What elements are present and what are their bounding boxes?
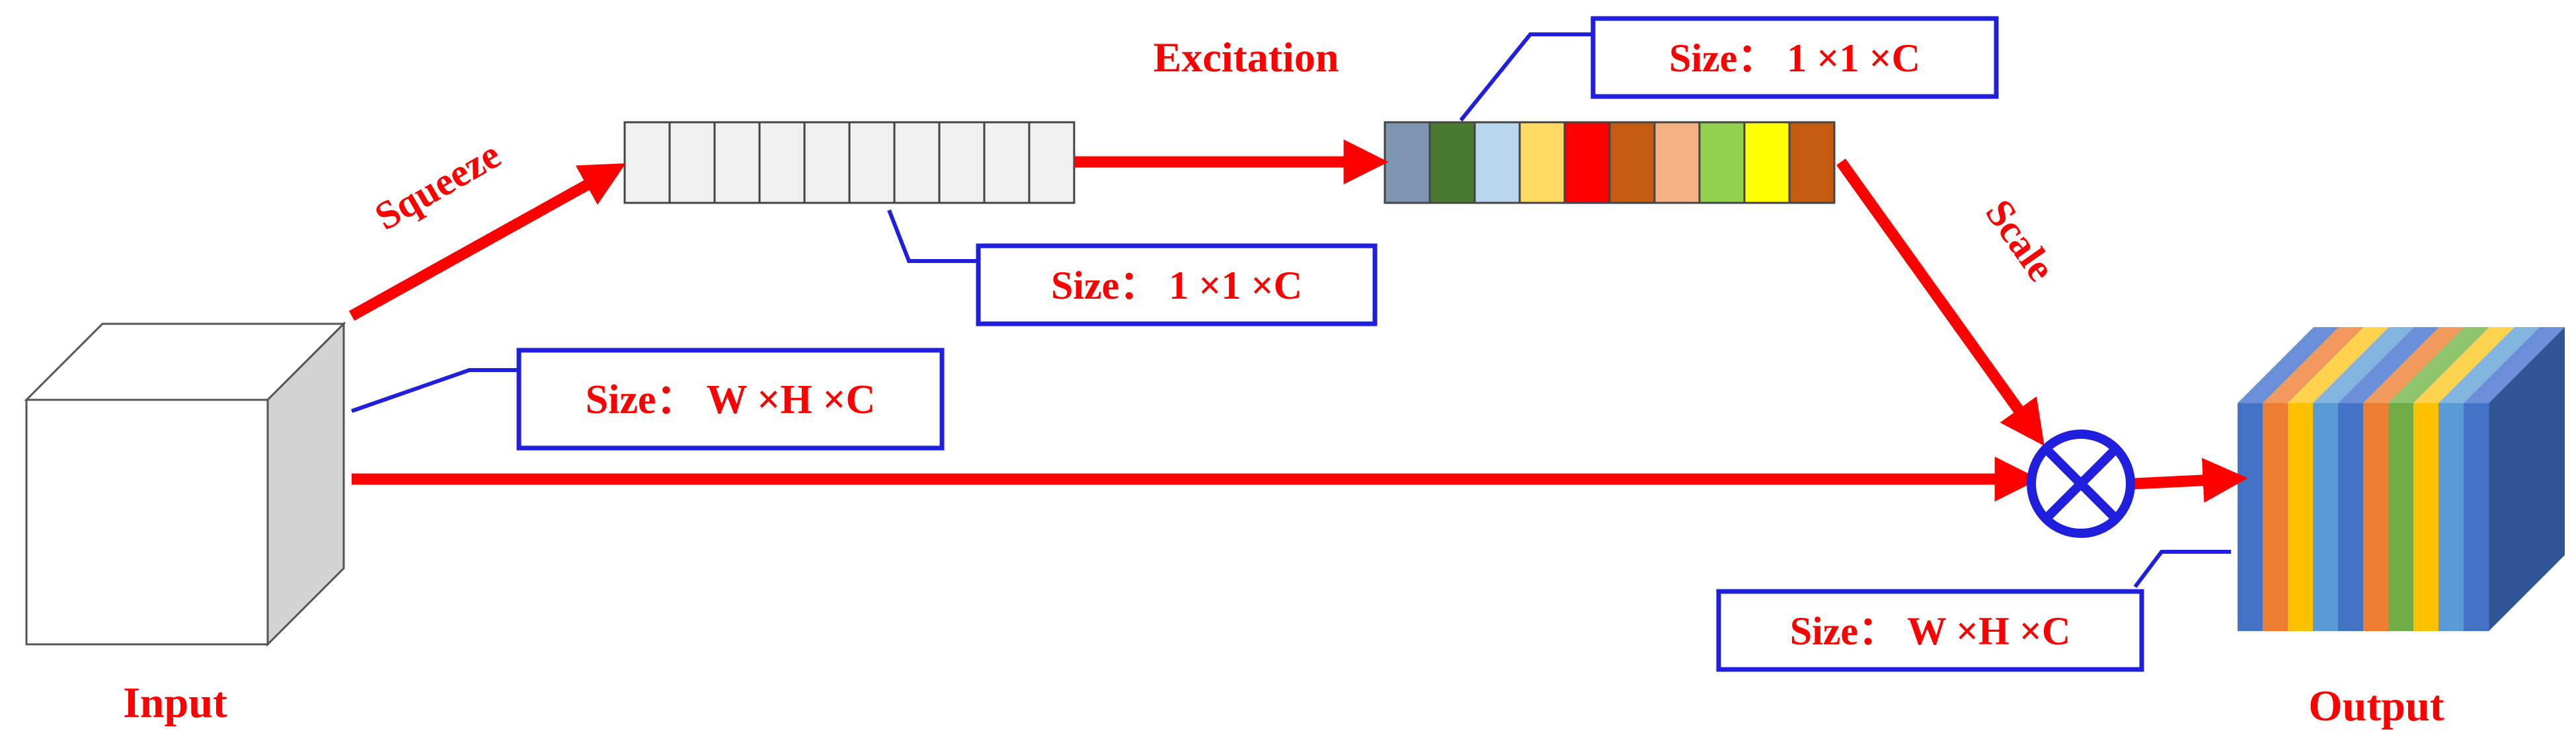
squeeze-cell [623,121,671,204]
input-size-text: Size： W ×H ×C [586,377,876,422]
output-top-stripe [2338,327,2439,403]
output-size-box: Size： W ×H ×C [1716,589,2144,672]
excitation-cell [1608,121,1656,204]
excitation-cell [1653,121,1701,204]
output-front-stripe [2388,403,2414,631]
output-label: Output [2308,682,2444,730]
excitation-size-box: Size： 1 ×1 ×C [1590,16,1999,99]
excitation-cell [1788,121,1836,204]
squeeze-cell [848,121,896,204]
squeeze-size-box: Size： 1 ×1 ×C [976,243,1378,326]
squeeze-cell [893,121,941,204]
output-front-stripe [2439,403,2464,631]
excitation-cell [1743,121,1791,204]
input-size-leader [351,368,522,413]
excitation-vector [1384,121,1836,204]
excitation-cell [1518,121,1566,204]
squeeze-cell [938,121,986,204]
output-size-leader [2133,550,2231,588]
output-top-stripe [2238,327,2339,403]
excitation-cell [1384,121,1431,204]
output-size-text: Size： W ×H ×C [1790,609,2071,653]
output-front-stripe [2313,403,2339,631]
excitation-size-text: Size： 1 ×1 ×C [1669,36,1920,80]
output-top-stripe [2464,327,2565,403]
input-size-box: Size： W ×H ×C [516,348,945,451]
input-label: Input [123,679,227,727]
multiply-to-output-arrow [2133,457,2248,503]
squeeze-cell [803,121,851,204]
squeeze-size-text: Size： 1 ×1 ×C [1051,264,1302,307]
output-front-stripe [2263,403,2288,631]
output-top-stripe [2439,327,2540,403]
output-front-stripe [2238,403,2263,631]
squeeze-cell [983,121,1031,204]
excitation-label: Excitation [1153,34,1339,81]
output-top-stripe [2288,327,2389,403]
scale-label: Scale [1977,192,2064,289]
squeeze-cell [668,121,716,204]
output-top-stripe [2388,327,2489,403]
output-top-stripe [2313,327,2414,403]
output-block [2238,327,2565,631]
excitation-cell [1428,121,1476,204]
squeeze-cell [713,121,761,204]
squeeze-arrow [348,163,626,321]
output-front-stripe [2338,403,2364,631]
squeeze-vector [623,121,1075,204]
excitation-cell [1473,121,1521,204]
output-side-face [2489,327,2565,631]
output-front-stripe [2363,403,2389,631]
excitation-cell [1563,121,1611,204]
scale-arrow [1836,159,2045,446]
multiply-circle-icon [2027,430,2135,538]
squeeze-label: Squeeze [368,132,508,238]
output-top-stripe [2263,327,2364,403]
squeeze-cell [758,121,806,204]
output-top-stripe [2363,327,2464,403]
output-top-stripe [2413,327,2515,403]
excitation-size-leader [1459,32,1593,122]
output-front-stripe [2288,403,2314,631]
output-front-stripe [2413,403,2439,631]
output-front-stripe [2464,403,2489,631]
squeeze-size-leader [887,209,978,263]
excitation-cell [1698,121,1746,204]
squeeze-cell [1028,121,1075,204]
input-cube [24,321,346,647]
input-cube-front [25,398,269,646]
